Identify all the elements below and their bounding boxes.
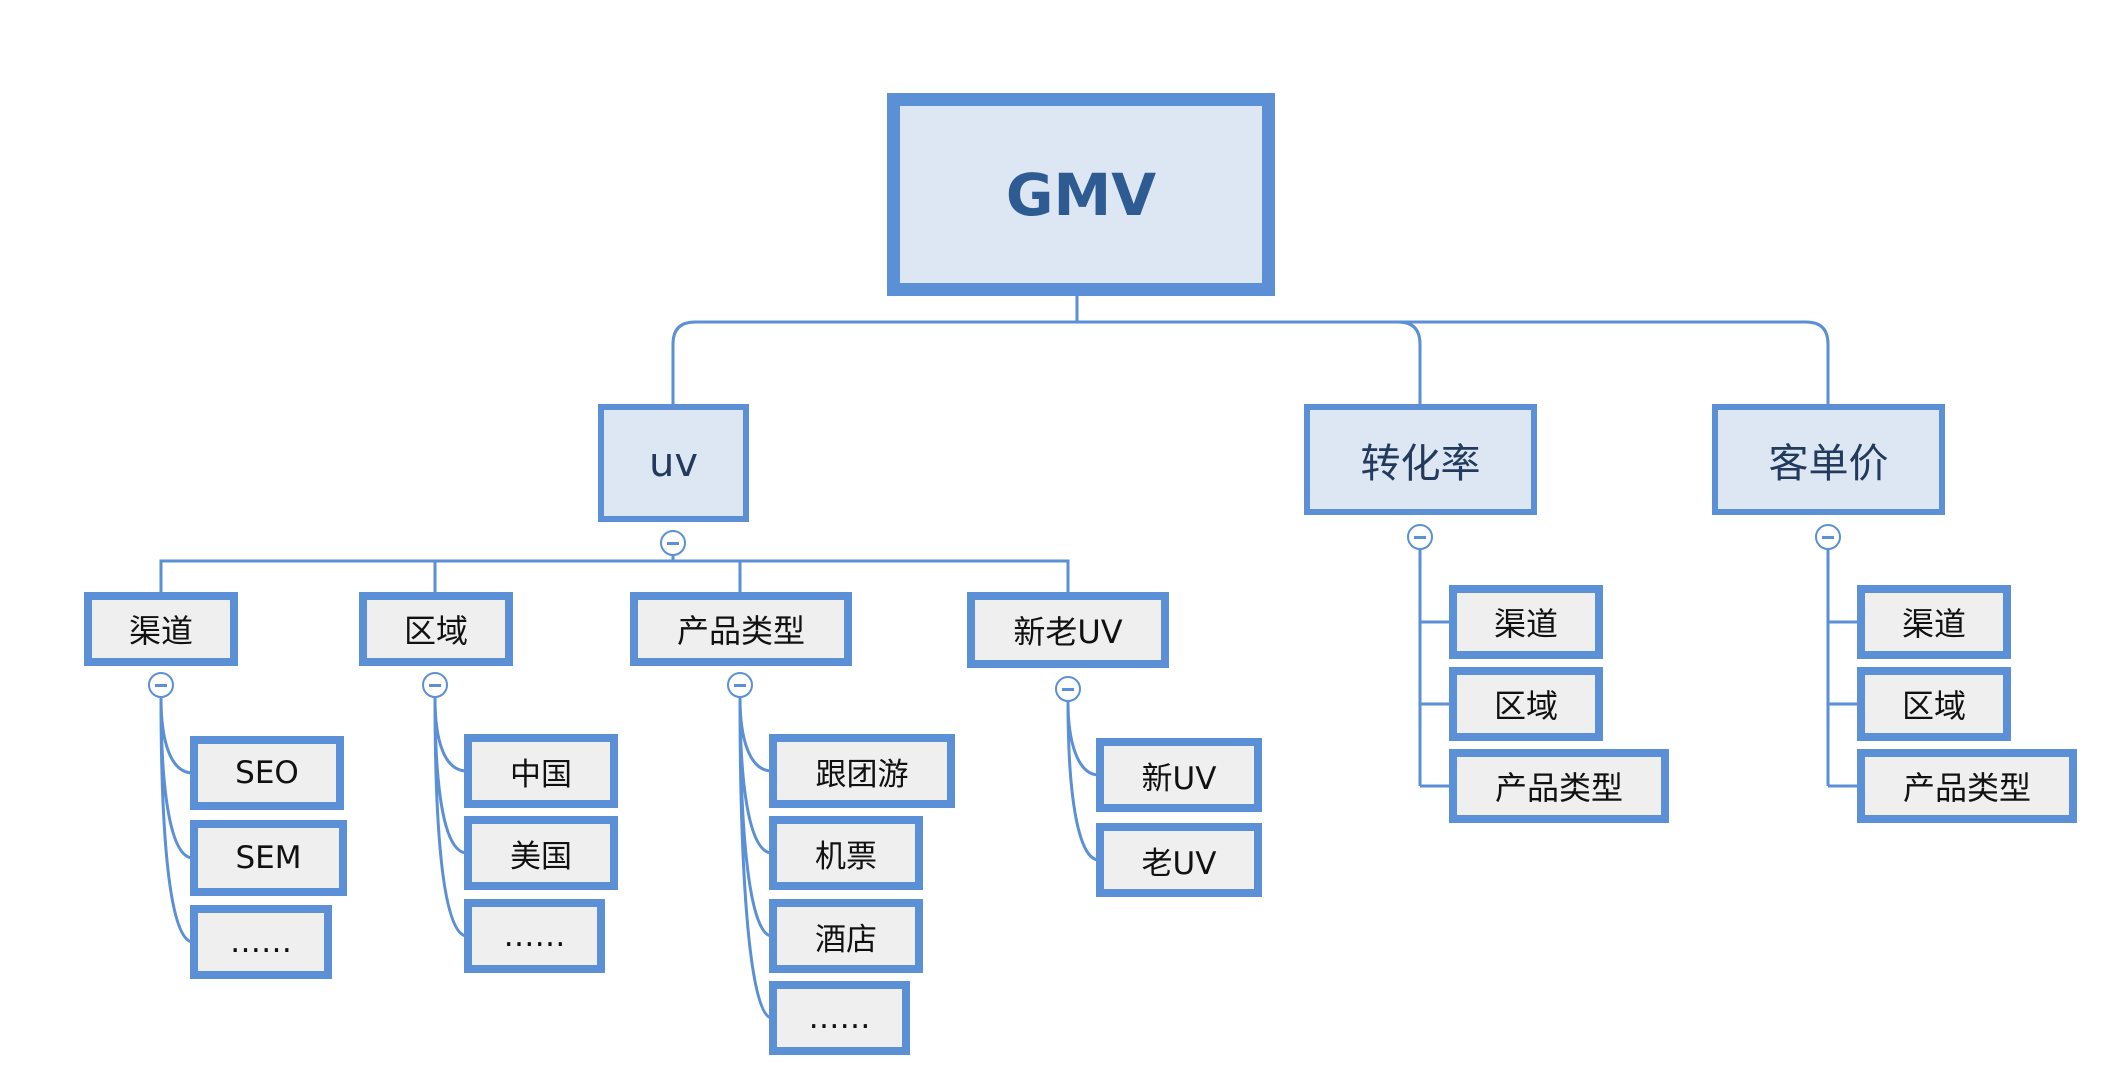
collapse-minus-icon[interactable] (148, 672, 174, 698)
node-channel-more[interactable]: …… (190, 905, 332, 979)
connector-root-uv (671, 294, 1079, 405)
node-hotel[interactable]: 酒店 (769, 899, 923, 973)
collapse-minus-icon[interactable] (727, 672, 753, 698)
node-conversion-product-type[interactable]: 产品类型 (1449, 749, 1669, 823)
node-unit-price[interactable]: 客单价 (1712, 404, 1945, 515)
connector-root-conversion (1077, 320, 1422, 405)
connector-product-children (738, 697, 773, 1020)
collapse-minus-icon[interactable] (422, 672, 448, 698)
connector-root-unit-price (1077, 320, 1830, 405)
node-unit-price-product-type[interactable]: 产品类型 (1857, 749, 2077, 823)
node-new-uv[interactable]: 新UV (1096, 738, 1262, 812)
node-unit-price-region[interactable]: 区域 (1857, 667, 2011, 741)
node-gmv[interactable]: GMV (887, 93, 1275, 296)
node-air-ticket[interactable]: 机票 (769, 816, 923, 890)
node-uv[interactable]: uv (598, 404, 749, 522)
node-seo[interactable]: SEO (190, 736, 344, 810)
node-region-more[interactable]: …… (464, 899, 605, 973)
connector-conversion-children (1418, 550, 1452, 788)
node-conversion-region[interactable]: 区域 (1449, 667, 1603, 741)
collapse-minus-icon[interactable] (660, 530, 686, 556)
collapse-minus-icon[interactable] (1407, 524, 1433, 550)
node-old-uv[interactable]: 老UV (1096, 823, 1262, 897)
collapse-minus-icon[interactable] (1055, 676, 1081, 702)
connector-uv-children (159, 530, 1070, 594)
node-new-old-uv[interactable]: 新老UV (967, 592, 1169, 668)
node-conversion-channel[interactable]: 渠道 (1449, 585, 1603, 659)
node-usa[interactable]: 美国 (464, 816, 618, 890)
node-channel[interactable]: 渠道 (84, 592, 238, 666)
collapse-minus-icon[interactable] (1815, 524, 1841, 550)
connector-channel-children (159, 697, 194, 944)
node-china[interactable]: 中国 (464, 734, 618, 808)
node-product-more[interactable]: …… (769, 981, 910, 1055)
node-group-tour[interactable]: 跟团游 (769, 734, 955, 808)
node-sem[interactable]: SEM (190, 820, 347, 896)
connector-unit-price-children (1826, 550, 1860, 788)
node-region[interactable]: 区域 (359, 592, 513, 666)
node-conversion-rate[interactable]: 转化率 (1304, 404, 1537, 515)
node-unit-price-channel[interactable]: 渠道 (1857, 585, 2011, 659)
connector-newold-children (1066, 701, 1100, 862)
connector-region-children (433, 697, 468, 938)
node-product-type[interactable]: 产品类型 (630, 592, 852, 666)
